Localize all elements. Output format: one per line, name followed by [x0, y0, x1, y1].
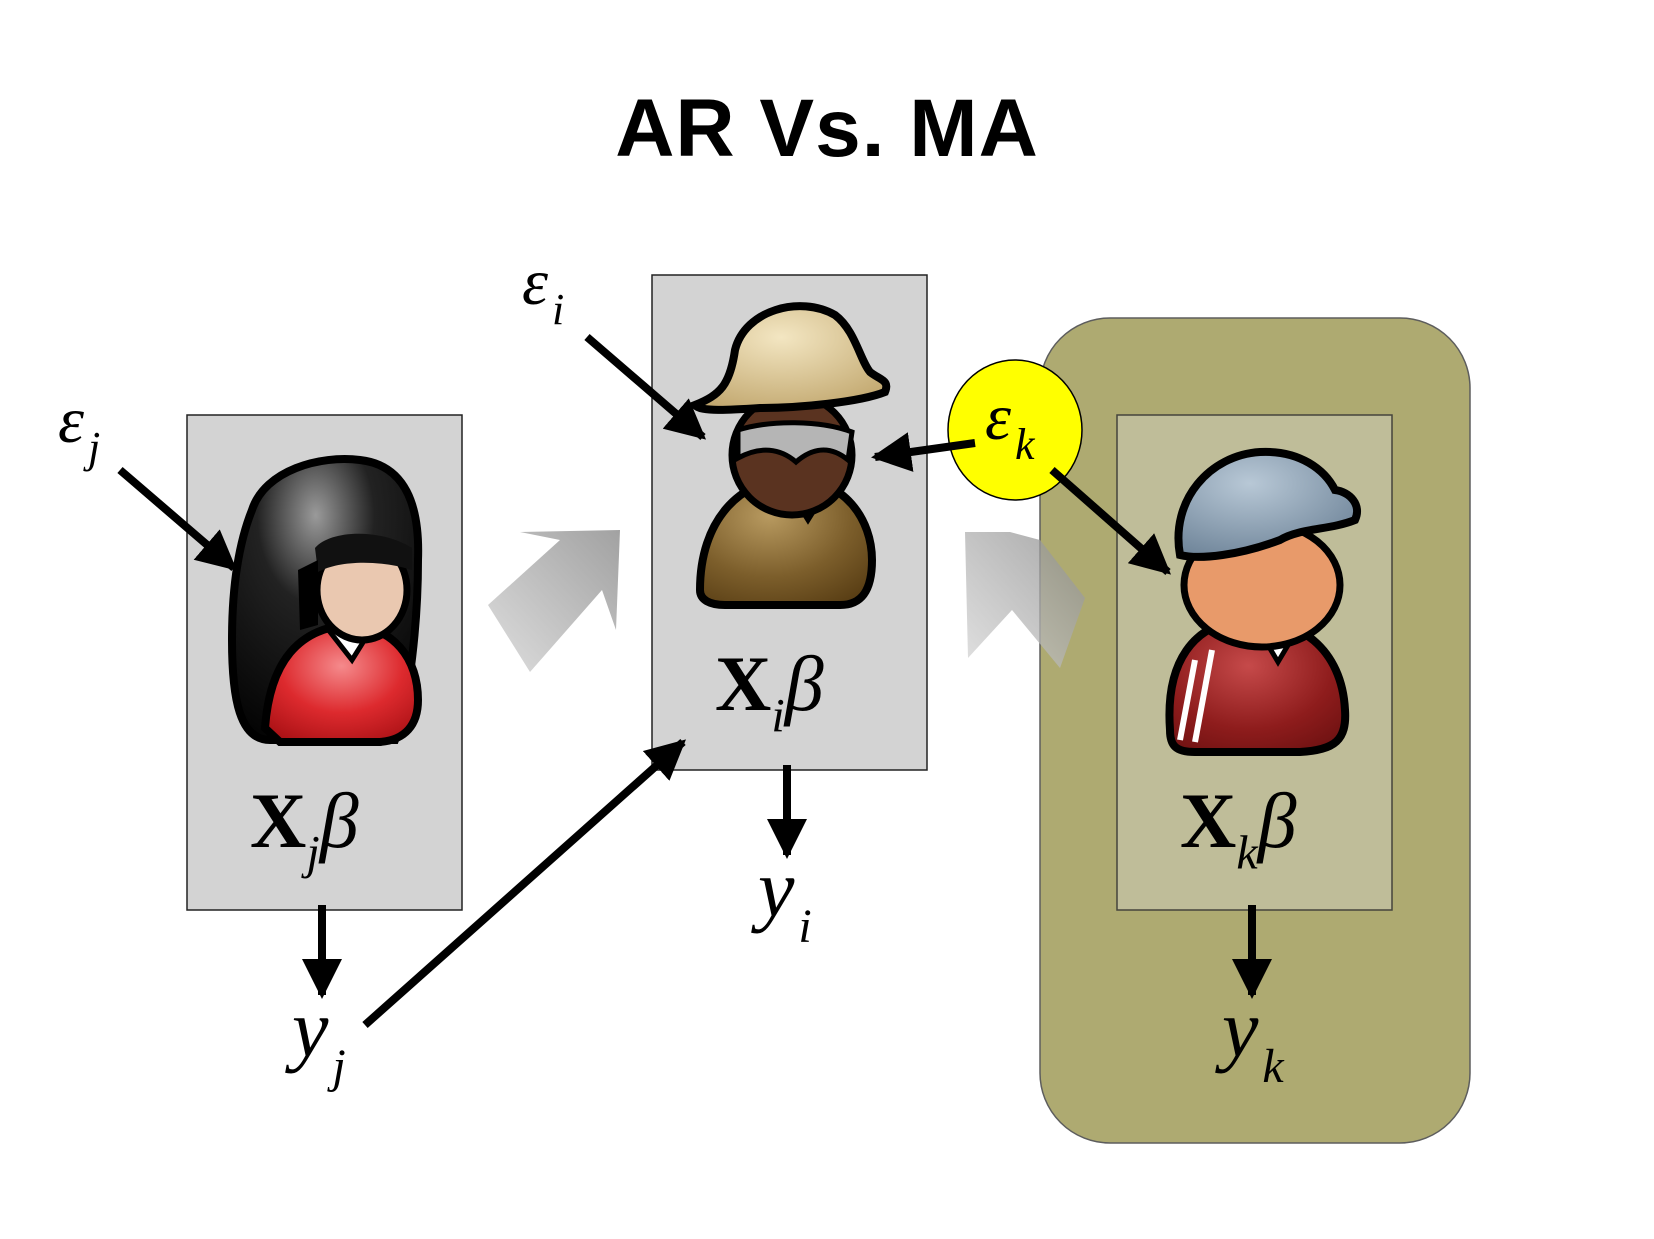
y-k-label: yk	[1222, 983, 1284, 1094]
woman-avatar-icon	[227, 455, 423, 746]
y-j-label: yj	[292, 983, 346, 1094]
x-beta-k-label: Xkβ	[1180, 777, 1297, 880]
arrow-eps-k-to-k	[1049, 466, 1172, 576]
epsilon-j-label: εj	[58, 384, 101, 472]
big-arrow-j-to-i	[488, 530, 620, 672]
arrow-y-j-to-x-i	[362, 739, 686, 1028]
big-arrow-k-to-i	[965, 532, 1085, 668]
boy-cap-avatar-icon	[1165, 447, 1361, 756]
man-bucket-hat-avatar-icon	[688, 302, 891, 609]
arrow-eps-i-to-i	[584, 333, 707, 441]
eps-k-highlight	[947, 359, 1083, 501]
x-beta-i-label: Xiβ	[715, 640, 824, 743]
epsilon-k-label: εk	[985, 381, 1035, 469]
arrow-eps-j-to-j	[117, 466, 238, 572]
epsilon-i-label: εi	[522, 246, 565, 334]
y-i-label: yi	[758, 843, 812, 954]
x-beta-j-label: Xjβ	[250, 777, 359, 880]
arrow-eps-k-to-i	[871, 432, 976, 472]
diagram-title: AR Vs. MA	[615, 83, 1039, 174]
